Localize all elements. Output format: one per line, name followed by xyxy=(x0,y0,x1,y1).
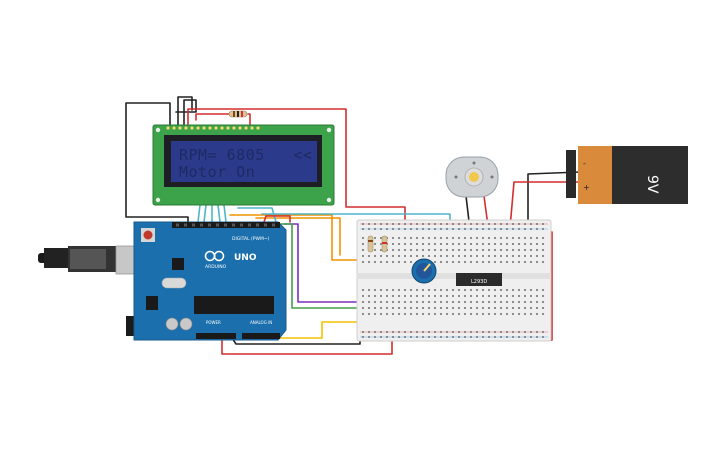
wire-lcd-e[interactable] xyxy=(237,207,277,223)
wire-resistor-lead[interactable] xyxy=(195,113,251,128)
wire-lcd-power[interactable] xyxy=(187,108,406,236)
wire-lcd-gnd[interactable] xyxy=(125,102,189,227)
lcd-header-pins xyxy=(166,126,260,130)
dc-motor[interactable] xyxy=(445,156,499,198)
wire-lcd-vdd[interactable] xyxy=(175,99,197,128)
usb-chip xyxy=(172,258,184,270)
l293d-chip[interactable]: L293D xyxy=(456,273,502,286)
wire-orange-pot[interactable] xyxy=(229,214,373,261)
battery-terminal-pos: + xyxy=(583,183,590,192)
capacitor-1 xyxy=(165,317,179,331)
capacitor-2 xyxy=(179,317,193,331)
potentiometer[interactable] xyxy=(411,258,437,284)
regulator xyxy=(146,296,158,310)
lcd-line-1: RPM= 6805 << xyxy=(179,146,312,164)
arduino-brand: ARDUINO xyxy=(205,264,227,270)
power-header[interactable] xyxy=(196,333,236,339)
wire-red-short[interactable] xyxy=(263,215,291,223)
wire-lcd-d7[interactable] xyxy=(217,204,221,223)
arduino-logo-icon xyxy=(204,250,225,262)
ic-label: L293D xyxy=(471,279,487,285)
usb-connector xyxy=(38,245,151,275)
resistor-top[interactable] xyxy=(228,110,248,118)
analog-label: ANALOG IN xyxy=(250,320,272,325)
battery-label: 9V xyxy=(644,175,660,194)
battery-terminal-neg: - xyxy=(583,159,586,168)
digital-label: DIGITAL (PWM~) xyxy=(232,236,270,242)
breadboard[interactable] xyxy=(356,219,552,342)
arduino-uno[interactable]: DIGITAL (PWM~) UNO ARDUINO POWER ANALOG … xyxy=(38,221,287,341)
battery-9v[interactable]: 9V - + xyxy=(566,146,688,204)
analog-header[interactable] xyxy=(242,333,280,339)
power-label: POWER xyxy=(206,320,221,325)
crystal xyxy=(161,277,187,289)
lcd-line-2: Motor On xyxy=(179,163,255,181)
lcd-module[interactable]: RPM= 6805 << Motor On xyxy=(152,124,335,206)
lcd-screen xyxy=(171,141,317,182)
arduino-model: UNO xyxy=(234,253,257,263)
atmega-chip xyxy=(194,296,274,314)
wire-lcd-d5[interactable] xyxy=(203,204,207,223)
wire-lcd-d4[interactable] xyxy=(197,204,201,223)
breadboard-resistors[interactable] xyxy=(367,235,388,253)
wire-lcd-rs[interactable] xyxy=(223,204,227,223)
breadboard-holes xyxy=(362,223,544,338)
wire-orange-2[interactable] xyxy=(255,217,341,256)
